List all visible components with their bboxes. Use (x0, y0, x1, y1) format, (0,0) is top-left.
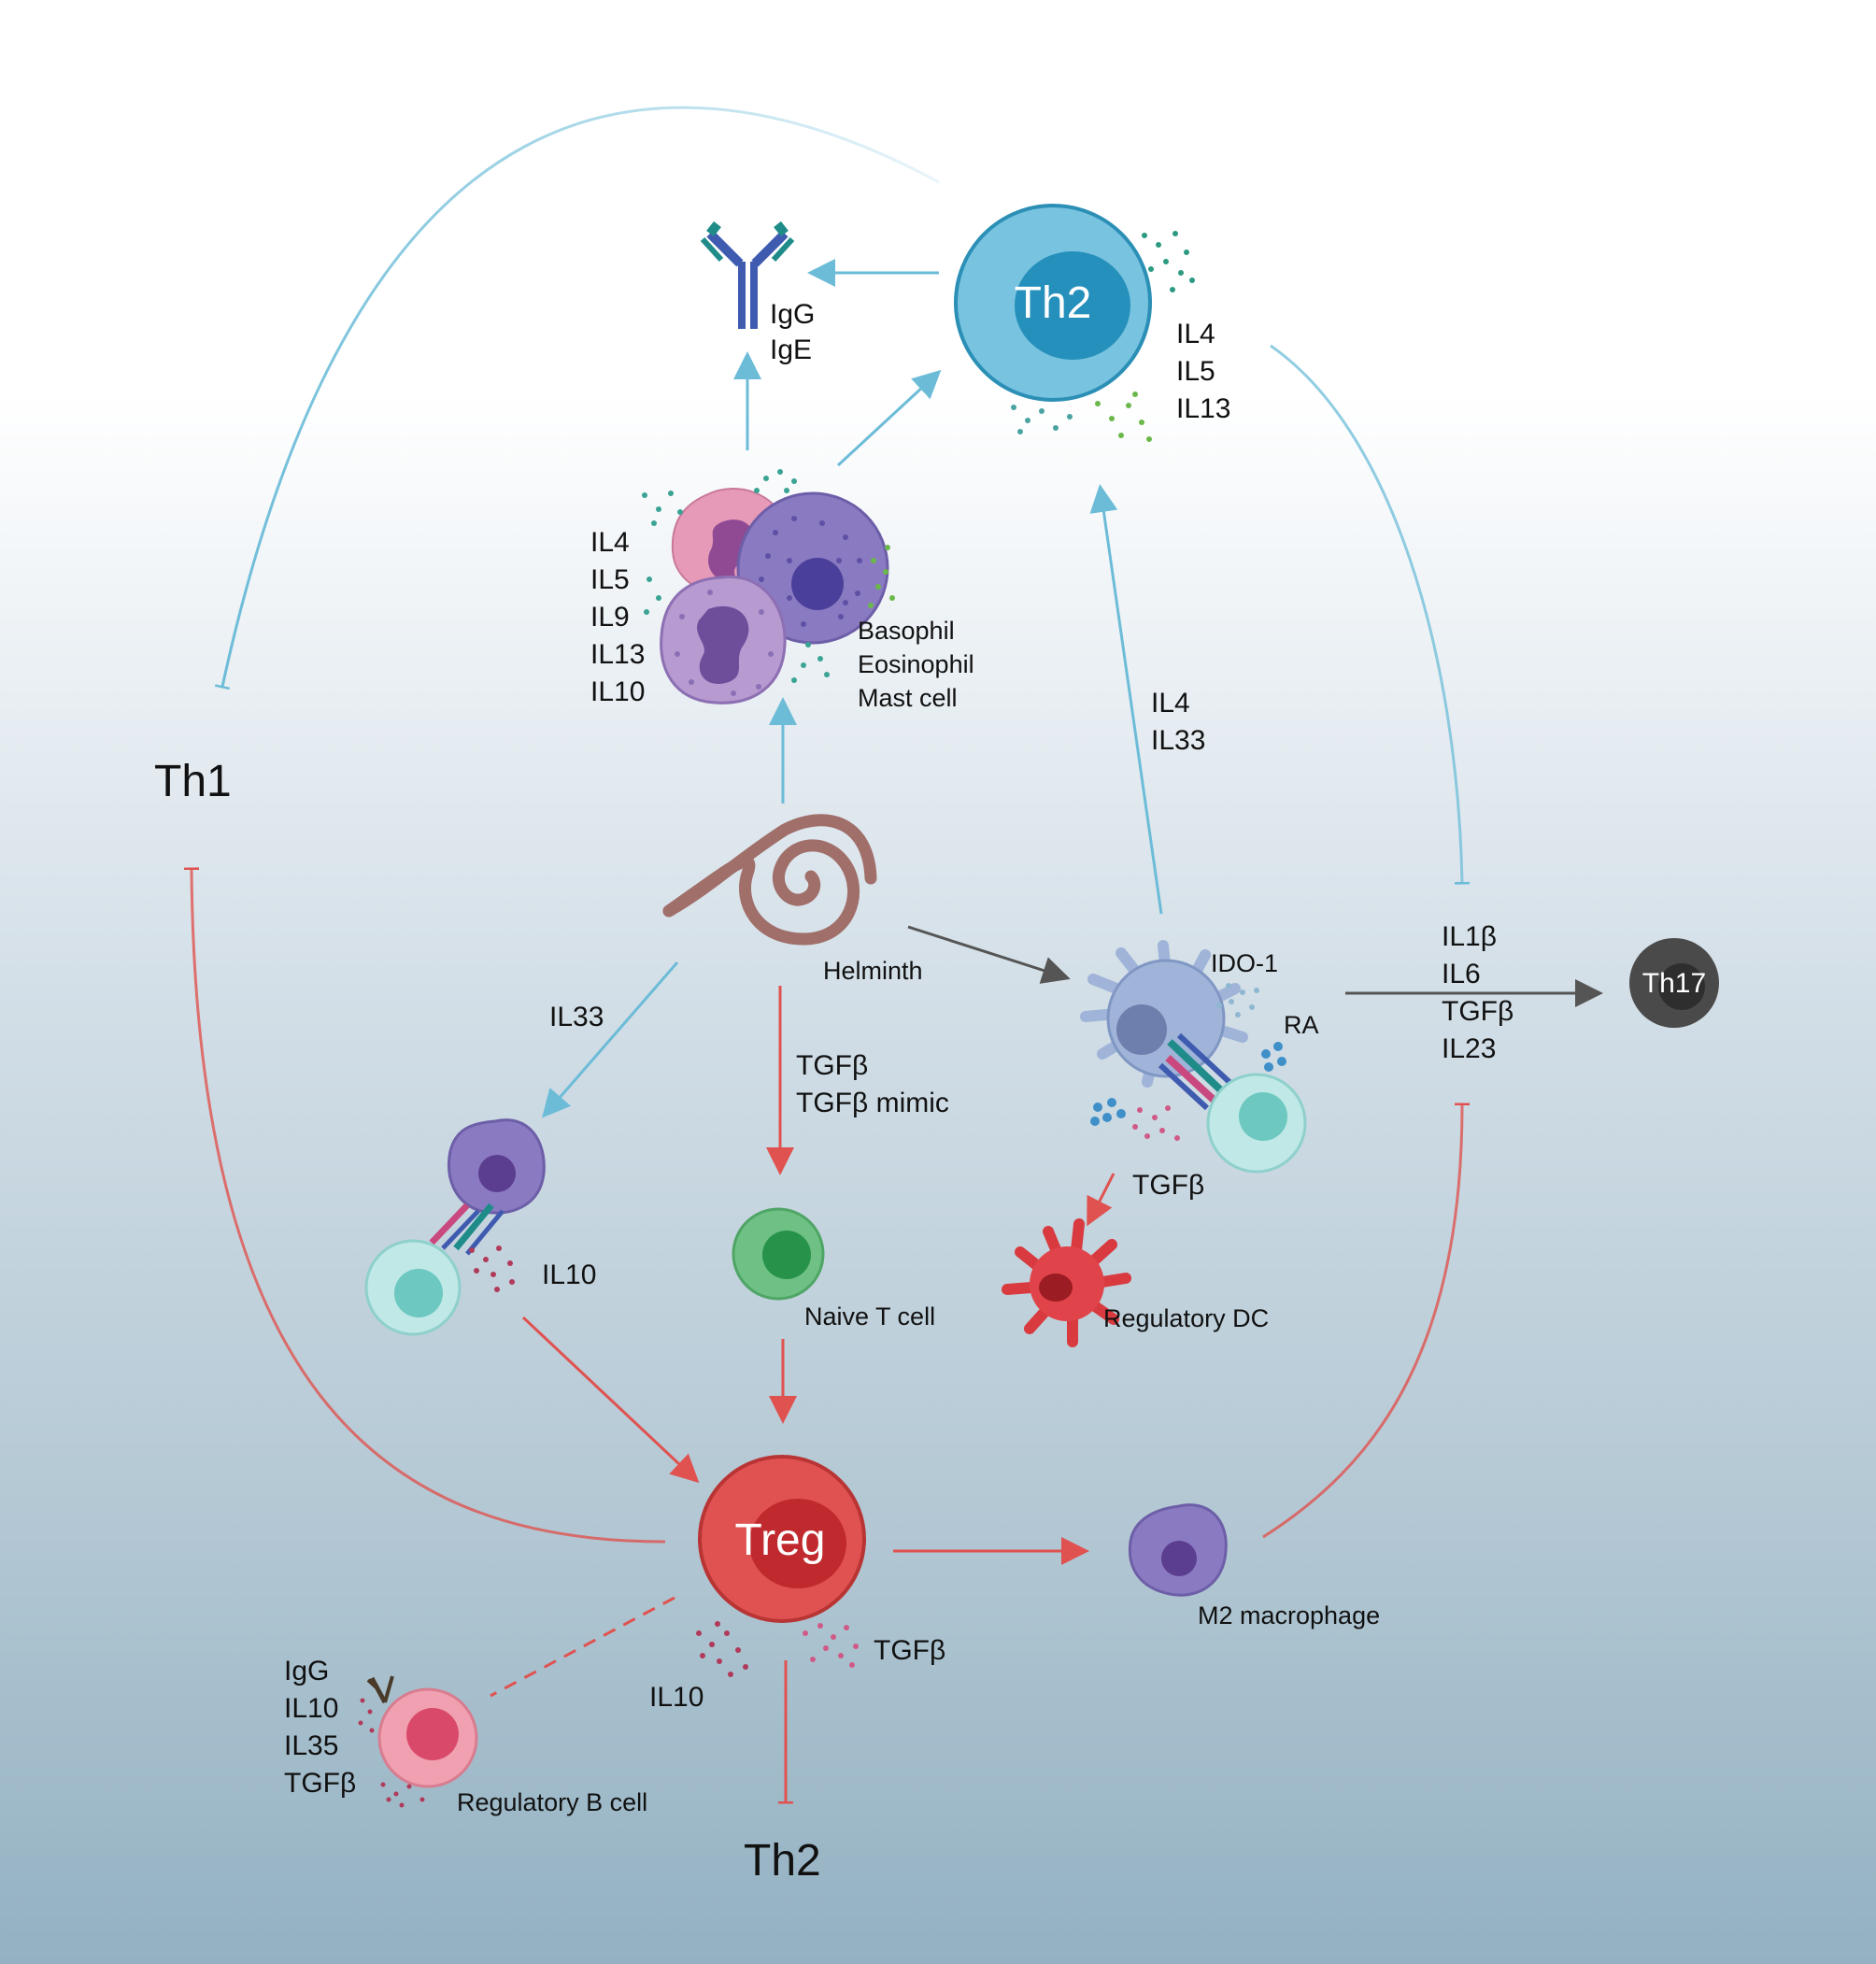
treg-il10-label: IL10 (649, 1682, 704, 1713)
gran-cytokine-il5: IL5 (590, 564, 630, 595)
breg-label-igg: IgG (284, 1656, 329, 1686)
ido1-label: IDO-1 (1211, 949, 1278, 977)
b-cell-small-icon (364, 1239, 462, 1336)
th2-inhibits-th1-arc (222, 106, 940, 687)
naive-t-cell-label: Naive T cell (804, 1302, 935, 1331)
helminth-to-dc-arrow (907, 925, 1071, 984)
mast-cell-label: Mast cell (858, 684, 958, 712)
breg-label-tgfb: TGFβ (284, 1768, 356, 1799)
regulatory-b-cell-label: Regulatory B cell (457, 1788, 647, 1816)
treg-cytokine-dots (696, 1621, 859, 1677)
th2-cytokine-il5: IL5 (1176, 356, 1215, 387)
il10-left-label: IL10 (542, 1260, 596, 1290)
t-cell-icon (1206, 1073, 1307, 1174)
breg-complex-to-treg-arrow (521, 1316, 700, 1484)
treg-inhibits-th1-arc (192, 869, 666, 1544)
th17-cytokine-il1b: IL1β (1442, 921, 1497, 952)
th2-bottom-label: Th2 (744, 1836, 821, 1886)
th17-cell-label: Th17 (1642, 968, 1706, 999)
treg-cell (698, 1455, 866, 1623)
regulatory-dc-icon (1002, 1218, 1131, 1347)
dc-to-th2-il33: IL33 (1151, 725, 1205, 756)
dendritic-cell-complex (1080, 940, 1307, 1174)
th2-cytokine-il4: IL4 (1176, 319, 1215, 349)
th2-inhibits-th17-arc (1270, 344, 1462, 883)
dc-to-th2-il4: IL4 (1151, 688, 1190, 719)
dc-tgfb-label: TGFβ (1132, 1170, 1204, 1201)
naive-t-cell (732, 1207, 825, 1301)
mast-b-complex (364, 1118, 546, 1336)
treg-tgfb-label: TGFβ (874, 1635, 945, 1666)
regulatory-b-cell-icon (358, 1675, 478, 1808)
gran-cytokine-il9: IL9 (590, 602, 630, 633)
antibody-label-igg: IgG (770, 299, 815, 330)
m2-inhibits-th17-arc (1262, 1104, 1462, 1539)
granulocyte-cluster (642, 469, 895, 704)
th2-cell (954, 204, 1152, 402)
gran-cytokine-il13: IL13 (590, 639, 645, 670)
arrows (192, 106, 1603, 1802)
tcr-mhc-icon (1158, 1032, 1234, 1111)
eosinophil-label: Eosinophil (858, 650, 974, 678)
th2-cytokine-il13: IL13 (1176, 393, 1230, 424)
th2-cytokine-dots (1011, 231, 1195, 442)
mast-cell-small-icon (448, 1118, 546, 1215)
tgfb-mimic-label: TGFβ mimic (796, 1088, 949, 1118)
breg-label-il35: IL35 (284, 1730, 338, 1761)
tgfb-label: TGFβ (796, 1050, 868, 1081)
th17-cytokine-il6: IL6 (1442, 959, 1481, 989)
helminth-label: Helminth (823, 957, 923, 985)
dc-to-th2-arrow (1089, 484, 1163, 915)
basophil-label: Basophil (858, 617, 955, 645)
treg-cell-label: Treg (735, 1516, 826, 1565)
ra-label: RA (1284, 1011, 1319, 1039)
granulocytes-to-th2-arrow (836, 369, 942, 467)
regulatory-dc-label: Regulatory DC (1103, 1304, 1269, 1332)
treg-breg-dashed-link (490, 1596, 675, 1698)
gran-cytokine-il10: IL10 (590, 676, 645, 707)
th2-cell-label: Th2 (1015, 278, 1092, 328)
antibody-icon (700, 221, 795, 329)
th17-cytokine-tgfb: TGFβ (1442, 996, 1514, 1027)
th17-cell (1629, 938, 1719, 1028)
mast-cell-icon (660, 575, 787, 704)
dc-to-regulatory-dc-arrow (1087, 1173, 1116, 1227)
gran-cytokine-il4: IL4 (590, 527, 630, 558)
helminth-icon (662, 814, 877, 946)
th17-cytokine-il23: IL23 (1442, 1033, 1496, 1064)
antibody-label-ige: IgE (770, 334, 812, 365)
il33-label: IL33 (549, 1002, 604, 1032)
m2-macrophage-label: M2 macrophage (1198, 1601, 1380, 1630)
m2-macrophage-icon (1128, 1503, 1228, 1597)
th1-label: Th1 (154, 757, 232, 806)
breg-label-il10: IL10 (284, 1693, 338, 1724)
helminth-il33-arrow (542, 961, 679, 1118)
